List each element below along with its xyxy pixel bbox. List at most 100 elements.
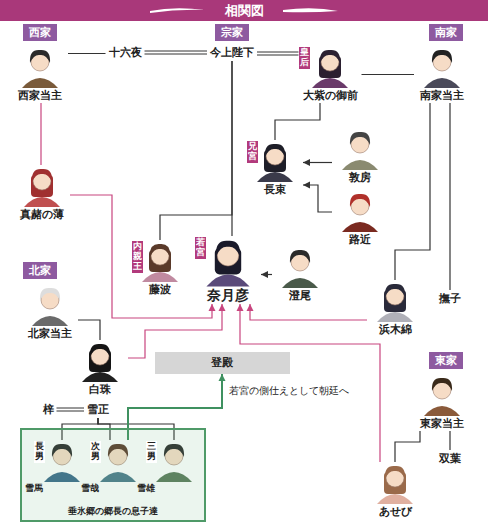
robe [142, 272, 178, 282]
portrait [424, 378, 460, 416]
connector [275, 103, 320, 140]
connector-line [160, 61, 232, 240]
character-node: 北家当主 [22, 284, 78, 341]
marriage-line [257, 55, 299, 56]
brush-stroke [150, 8, 205, 13]
arrow-head [247, 304, 254, 311]
character-name: 浜木綿 [379, 323, 412, 337]
character-node: 藤波内親王 [132, 240, 188, 297]
character-name: 真赭の薄 [20, 208, 64, 222]
character-name: 南家当主 [420, 89, 464, 103]
name-text-node: 双葉 [436, 450, 464, 467]
portrait [424, 50, 460, 88]
hair [40, 288, 60, 301]
portrait [312, 50, 348, 88]
character-node: 浜木綿 [367, 280, 423, 337]
connector [78, 320, 100, 340]
hair [350, 194, 370, 207]
character-node: 澄尾 [272, 246, 328, 303]
robe [424, 406, 460, 416]
hair [150, 244, 170, 257]
portrait [32, 288, 68, 326]
group-caption: 垂氷郷の郷長の息子達 [22, 505, 204, 517]
hair [32, 169, 52, 182]
marriage-line [57, 408, 85, 409]
name-text-node: 雪正 [84, 401, 112, 418]
hair [265, 144, 285, 157]
character-name: あせび [379, 505, 412, 519]
connector [68, 53, 106, 54]
connector-line [68, 53, 106, 54]
hair [320, 50, 340, 63]
marriage-line [145, 51, 208, 52]
connector-line [231, 61, 232, 236]
marriage-line [57, 411, 85, 412]
connector [160, 61, 232, 240]
arrow-head [209, 304, 216, 311]
character-name: 藤波 [149, 283, 171, 297]
portrait [206, 241, 249, 287]
character-node: 奈月彦若宮 [195, 236, 261, 304]
name-text-node: 今上陛下 [207, 44, 257, 61]
arrow-head [303, 182, 310, 189]
robe [257, 172, 293, 182]
portrait [377, 284, 413, 322]
house-label: 宗家 [215, 24, 249, 41]
marriage-line [257, 52, 299, 53]
marriage-line [145, 54, 208, 55]
chart-title: 相関図 [0, 2, 488, 19]
robe [206, 274, 249, 286]
house-name: 東家 [435, 354, 457, 367]
character-name: 雪正 [87, 403, 109, 416]
portrait [82, 344, 118, 382]
arrow-head [219, 374, 226, 381]
character-name: 大紫の御前 [303, 89, 358, 103]
connector-line [78, 320, 100, 340]
house-label: 東家 [429, 352, 463, 369]
character-node: 真赭の薄 [14, 165, 70, 222]
robe [282, 278, 318, 288]
hair [30, 50, 50, 63]
connector-line [250, 304, 367, 320]
character-node: 西家当主 [12, 46, 68, 103]
role-tag: 三男 [146, 441, 157, 463]
connector-line [395, 103, 430, 280]
character-name: 北家当主 [28, 327, 72, 341]
robe [377, 312, 413, 322]
robe [312, 78, 348, 88]
arrow-head [261, 271, 268, 278]
character-node: 路近 [332, 190, 388, 247]
portrait [377, 466, 413, 504]
character-name: 十六夜 [109, 46, 142, 59]
character-node: 南家当主 [414, 46, 470, 103]
name-text-node: 十六夜 [106, 44, 145, 61]
connector-line [70, 195, 212, 318]
robe [22, 78, 58, 88]
hair [350, 132, 370, 145]
role-tag: 若宮 [195, 237, 206, 259]
arrow-head [237, 304, 244, 311]
robe [342, 222, 378, 232]
name-text-node: 梓 [40, 401, 57, 418]
role-tag: 内親王 [132, 241, 143, 273]
character-node: 長束兄宮 [247, 140, 303, 197]
connector-line [362, 74, 415, 75]
hair [432, 50, 452, 63]
hair [432, 378, 452, 391]
hair [216, 241, 240, 257]
arrow-head [303, 159, 310, 166]
connector [128, 304, 226, 358]
character-name: 東家当主 [420, 417, 464, 431]
portrait [282, 250, 318, 288]
house-label: 北家 [23, 262, 57, 279]
connector [303, 182, 332, 213]
house-label: 西家 [23, 24, 57, 41]
house-name: 南家 [435, 26, 457, 39]
portrait [257, 144, 293, 182]
brush-stroke [283, 8, 338, 12]
house-name: 西家 [29, 26, 51, 39]
edge-label: 若宮の側仕えとして朝廷へ [228, 384, 350, 397]
connector [237, 304, 381, 462]
connector [232, 61, 233, 236]
character-name: 登殿 [211, 356, 233, 370]
